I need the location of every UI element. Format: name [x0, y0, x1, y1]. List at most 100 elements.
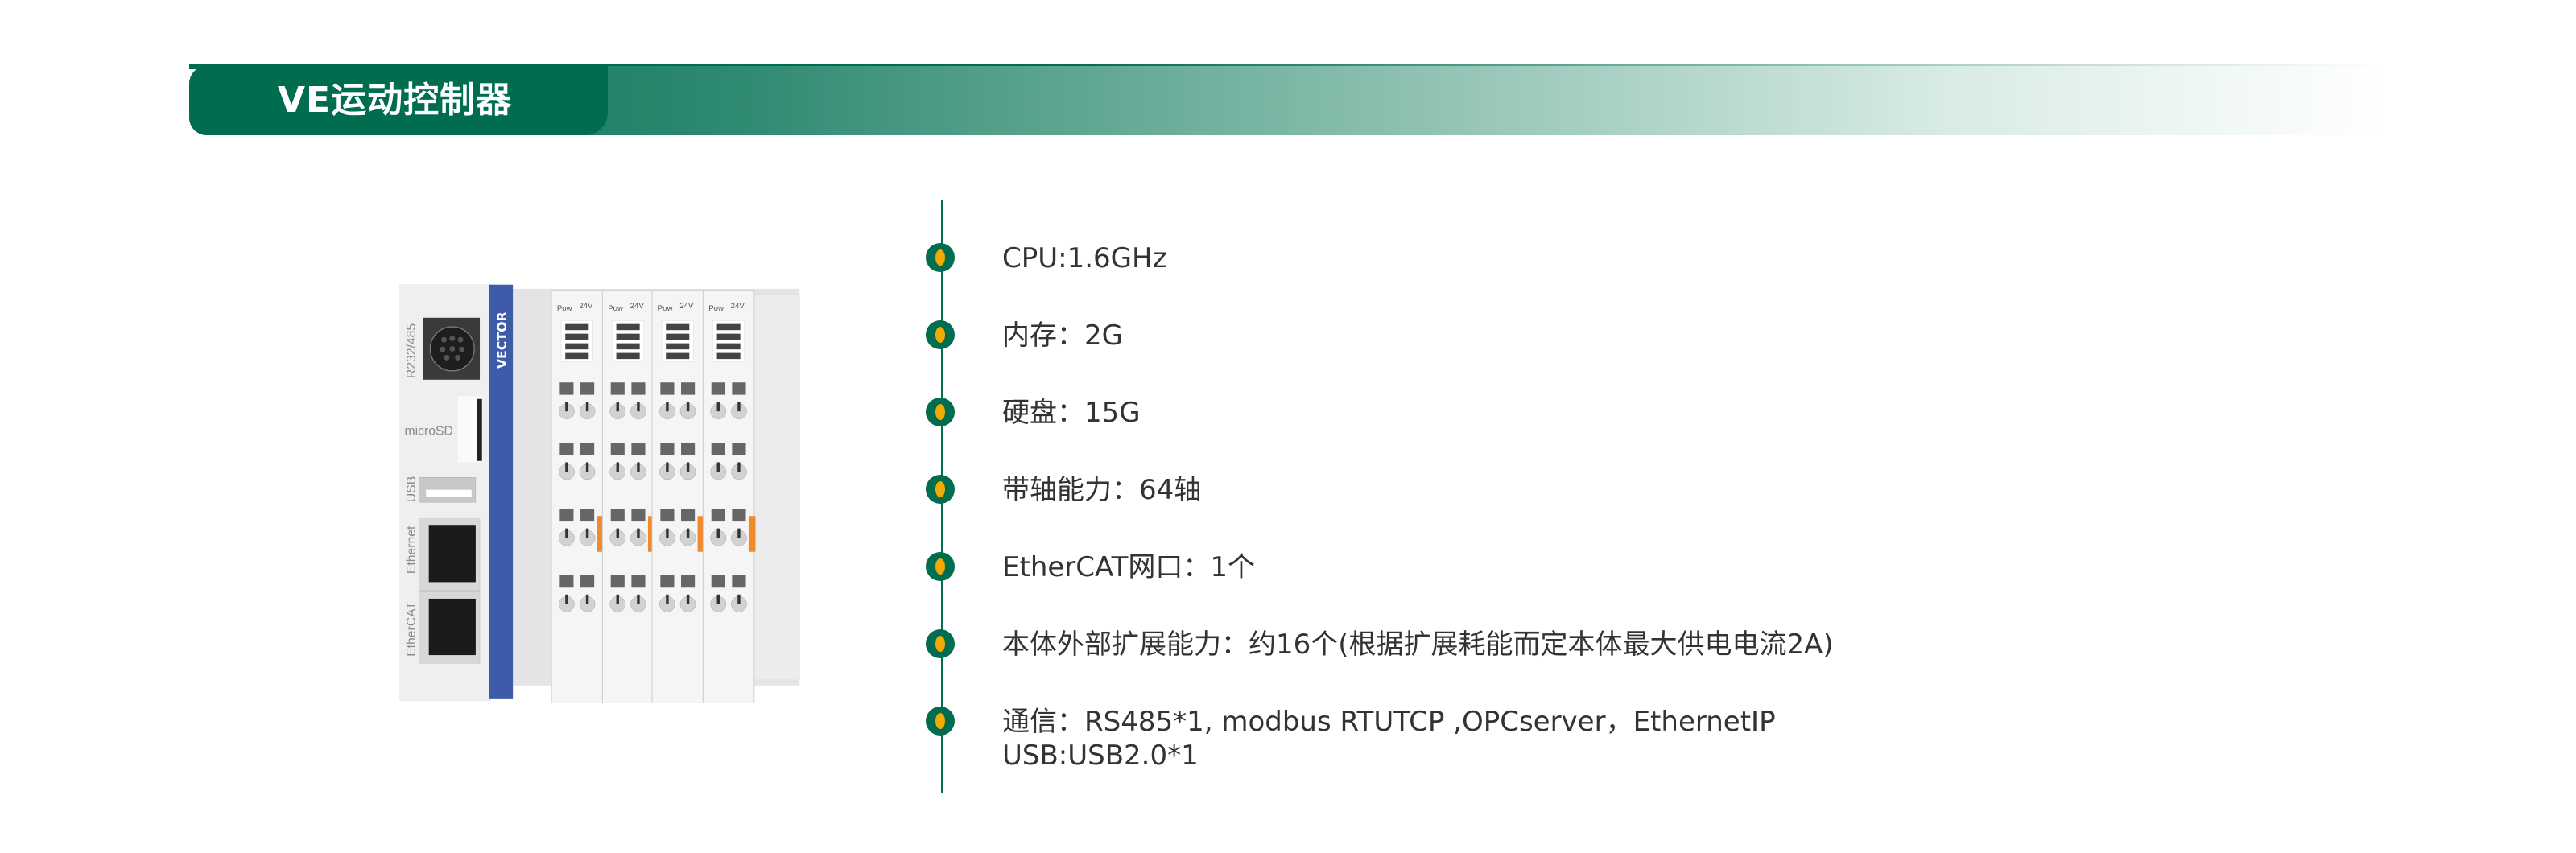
- led-icon: [716, 333, 741, 340]
- bullet-dot-icon: [926, 475, 955, 504]
- led-icon: [716, 343, 741, 350]
- terminal-slot: [660, 443, 675, 455]
- volt-label: 24V: [679, 302, 694, 311]
- release-tab: [748, 516, 756, 552]
- terminal-slot: [732, 382, 746, 395]
- pow-label: Pow: [557, 304, 572, 313]
- spec-item: EtherCAT网口：1个: [926, 550, 1255, 584]
- spec-line: USB:USB2.0*1: [1002, 740, 1199, 772]
- terminal-slot: [559, 382, 574, 395]
- spec-item: CPU:1.6GHz: [926, 241, 1166, 275]
- led-icon: [616, 323, 640, 331]
- led-icon: [565, 323, 589, 331]
- spec-line: 通信：RS485*1, modbus RTUTCP ,OPCserver，Eth…: [1002, 706, 1776, 738]
- terminal-slot: [631, 382, 646, 395]
- terminal-slot: [660, 575, 675, 588]
- pow-label: Pow: [608, 304, 623, 313]
- banner-title-tab: [189, 66, 608, 135]
- terminal-slot: [732, 509, 746, 522]
- release-tab: [597, 516, 605, 552]
- device-side: [753, 294, 800, 681]
- led-icon: [565, 343, 589, 350]
- terminal-slot: [580, 509, 595, 522]
- terminal-slot: [711, 575, 725, 588]
- bullet-dot-icon: [926, 320, 955, 349]
- spec-line: CPU:1.6GHz: [1002, 242, 1167, 274]
- spec-line: 本体外部扩展能力：约16个(根据扩展耗能而定本体最大供电电流2A): [1002, 628, 1834, 661]
- spec-text: EtherCAT网口：1个: [1002, 550, 1255, 584]
- terminal-slot: [660, 382, 675, 395]
- spec-line: EtherCAT网口：1个: [1002, 551, 1256, 583]
- io-module: Pow 24V: [651, 290, 705, 703]
- io-module: Pow 24V: [601, 290, 655, 703]
- terminal-slot: [559, 443, 574, 455]
- pow-label: Pow: [658, 304, 673, 313]
- volt-label: 24V: [579, 302, 593, 311]
- serial-label: R232/485: [405, 323, 419, 378]
- terminal-slot: [681, 382, 696, 395]
- bullet-dot-icon: [926, 552, 955, 581]
- led-icon: [565, 352, 589, 360]
- pow-label: Pow: [708, 304, 724, 313]
- volt-label: 24V: [630, 302, 645, 311]
- spec-line: 带轴能力：64轴: [1002, 474, 1202, 506]
- terminal-slot: [580, 575, 595, 588]
- usb-label: USB: [405, 476, 419, 502]
- io-module: Pow 24V: [551, 290, 605, 703]
- ethercat-label: EtherCAT: [405, 602, 419, 657]
- led-icon: [616, 333, 640, 340]
- terminal-slot: [732, 575, 746, 588]
- led-icon: [666, 352, 690, 360]
- terminal-slot: [580, 443, 595, 455]
- spec-text: 本体外部扩展能力：约16个(根据扩展耗能而定本体最大供电电流2A): [1002, 628, 1834, 661]
- led-icon: [616, 352, 640, 360]
- ethernet-label: Ethernet: [405, 525, 419, 574]
- terminal-slot: [631, 575, 646, 588]
- terminal-slot: [631, 509, 646, 522]
- volt-label: 24V: [731, 302, 745, 311]
- terminal-slot: [681, 509, 696, 522]
- io-module: Pow 24V: [702, 290, 756, 703]
- terminal-slot: [681, 575, 696, 588]
- spec-text: 硬盘：15G: [1002, 396, 1141, 430]
- spec-line: 硬盘：15G: [1002, 397, 1141, 429]
- spec-item: 硬盘：15G: [926, 396, 1141, 430]
- bullet-dot-icon: [926, 243, 955, 272]
- bullet-dot-icon: [926, 398, 955, 426]
- spec-text: CPU:1.6GHz: [1002, 241, 1166, 275]
- terminal-slot: [711, 509, 725, 522]
- product-image: Pow 24V Pow 24V Pow 24V Pow 24V VECTOR R232/485…: [399, 284, 800, 703]
- microsd-label: microSD: [405, 424, 453, 438]
- terminal-slot: [559, 575, 574, 588]
- terminal-slot: [711, 382, 725, 395]
- terminal-slot: [660, 509, 675, 522]
- terminal-slot: [559, 509, 574, 522]
- terminal-slot: [711, 443, 725, 455]
- led-icon: [616, 343, 640, 350]
- bullet-dot-icon: [926, 629, 955, 658]
- spec-item: 本体外部扩展能力：约16个(根据扩展耗能而定本体最大供电电流2A): [926, 628, 1834, 661]
- terminal-slot: [732, 443, 746, 455]
- vector-logo: VECTOR: [494, 311, 510, 369]
- led-icon: [565, 333, 589, 340]
- terminal-slot: [681, 443, 696, 455]
- page-title: VE运动控制器: [278, 80, 513, 121]
- led-icon: [716, 323, 741, 331]
- terminal-slot: [580, 382, 595, 395]
- blue-strip: [489, 284, 514, 699]
- led-icon: [716, 352, 741, 360]
- terminal-slot: [610, 575, 625, 588]
- spec-text: 通信：RS485*1, modbus RTUTCP ,OPCserver，Eth…: [1002, 705, 1776, 773]
- spec-item: 带轴能力：64轴: [926, 473, 1201, 507]
- spec-line: 内存：2G: [1002, 319, 1123, 352]
- spec-item: 通信：RS485*1, modbus RTUTCP ,OPCserver，Eth…: [926, 705, 1776, 773]
- spec-text: 内存：2G: [1002, 319, 1123, 352]
- release-tab: [647, 516, 655, 552]
- spec-item: 内存：2G: [926, 319, 1123, 352]
- led-icon: [666, 343, 690, 350]
- led-icon: [666, 323, 690, 331]
- terminal-slot: [631, 443, 646, 455]
- terminal-slot: [610, 382, 625, 395]
- spec-text: 带轴能力：64轴: [1002, 473, 1201, 507]
- led-icon: [666, 333, 690, 340]
